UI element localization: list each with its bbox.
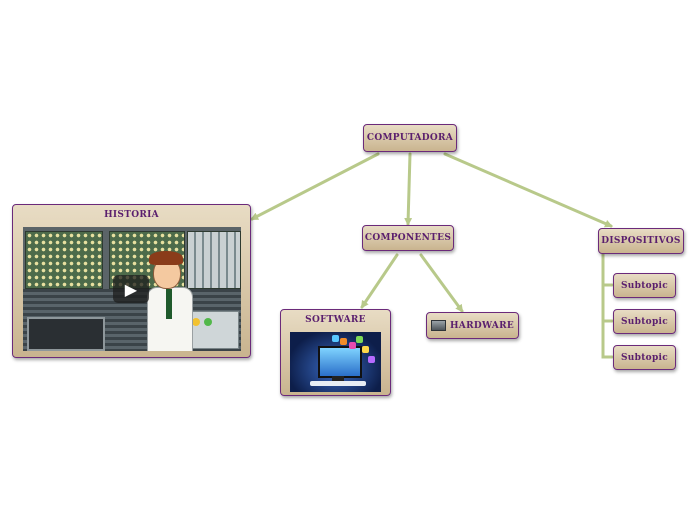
- subtopic-item[interactable]: Subtopic: [613, 345, 676, 370]
- subtopic-item-label: Subtopic: [620, 316, 669, 327]
- connector-hardware: [419, 253, 464, 313]
- topic-componentes[interactable]: COMPONENTES: [362, 225, 454, 251]
- connector-software: [360, 253, 399, 309]
- subtopic-item[interactable]: Subtopic: [613, 273, 676, 298]
- topic-componentes-label: COMPONENTES: [364, 233, 452, 243]
- topic-historia-label: HISTORIA: [104, 210, 159, 220]
- central-topic-label: COMPUTADORA: [366, 133, 454, 143]
- subtopic-item[interactable]: Subtopic: [613, 309, 676, 334]
- subtopic-hardware[interactable]: HARDWARE: [426, 312, 519, 339]
- subtopic-hardware-label: HARDWARE: [449, 320, 515, 331]
- subtopic-software[interactable]: SOFTWARE: [280, 309, 391, 396]
- subtopic-item-label: Subtopic: [620, 352, 669, 363]
- subtopic-item-label: Subtopic: [620, 280, 669, 291]
- play-icon[interactable]: ▶: [113, 275, 149, 303]
- connector-dispositivos: [443, 152, 613, 228]
- topic-dispositivos[interactable]: DISPOSITIVOS: [598, 228, 684, 254]
- computer-image: [290, 332, 381, 392]
- video-thumbnail[interactable]: ▶: [23, 227, 241, 351]
- connector-historia: [250, 152, 380, 221]
- topic-dispositivos-label: DISPOSITIVOS: [601, 236, 681, 246]
- connector-componentes: [404, 152, 413, 226]
- central-topic-computadora[interactable]: COMPUTADORA: [363, 124, 457, 152]
- subtopic-software-label: SOFTWARE: [305, 315, 366, 325]
- hardware-icon: [430, 320, 446, 331]
- topic-historia[interactable]: HISTORIA ▶: [12, 204, 251, 358]
- connector-subtopics: [601, 252, 614, 359]
